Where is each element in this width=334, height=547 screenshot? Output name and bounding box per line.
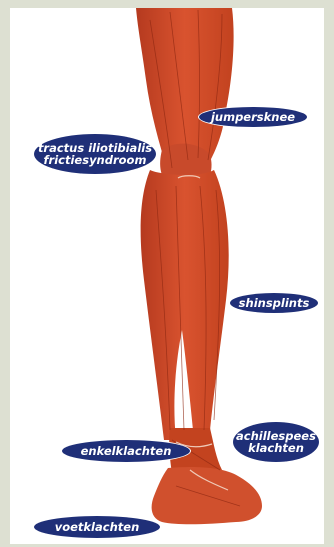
tractus-iliotibialis-label: tractus iliotibialis frictiesyndroom: [34, 134, 156, 174]
jumpersknee-label: jumpersknee: [199, 107, 307, 127]
enkelklachten-label: enkelklachten: [62, 440, 190, 462]
voetklachten-label: voetklachten: [34, 516, 160, 538]
shinsplints-label: shinsplints: [230, 293, 318, 313]
achillespees-label: achillespees klachten: [233, 422, 319, 462]
